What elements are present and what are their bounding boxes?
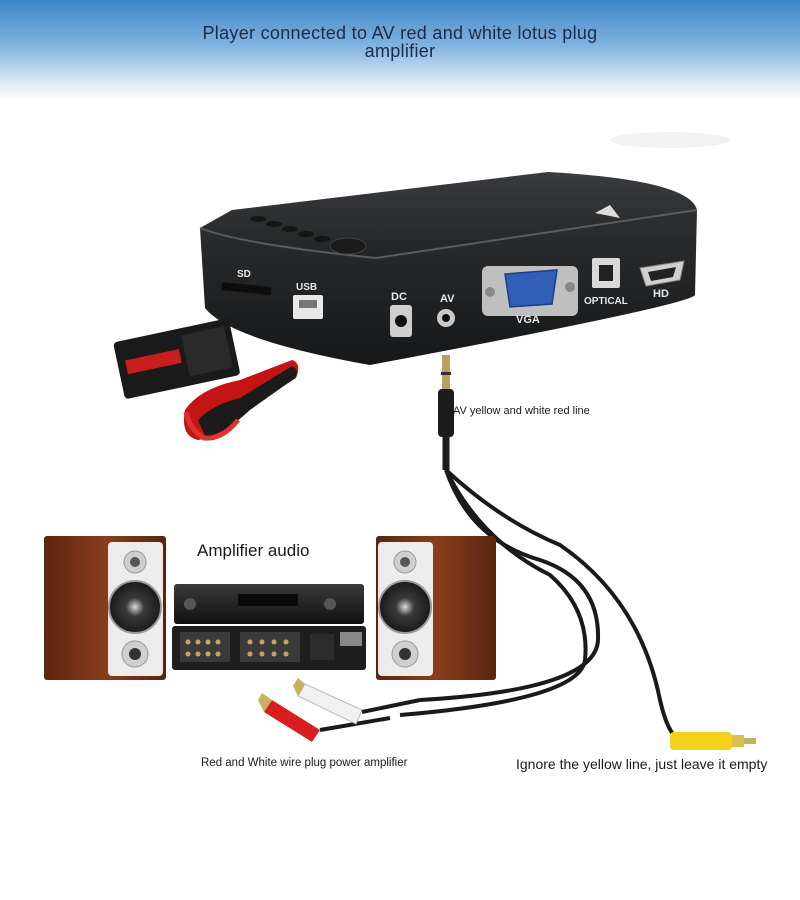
optical-port-label: OPTICAL	[584, 296, 628, 307]
brand-logo-icon	[595, 205, 620, 218]
amplifier-label: Amplifier audio	[197, 541, 310, 560]
white-rca-plug	[293, 678, 421, 725]
usb-port-label: USB	[296, 282, 317, 293]
red-white-rca-plugs	[258, 678, 421, 742]
amplifier-stack	[172, 584, 366, 670]
av-port-label: AV	[440, 293, 455, 305]
title-line-1: Player connected to AV red and white lot…	[202, 23, 598, 43]
ignore-yellow-label: Ignore the yellow line, just leave it em…	[516, 756, 768, 772]
red-white-plug-label: Red and White wire plug power amplifier	[201, 757, 408, 769]
right-speaker	[376, 536, 496, 680]
yellow-rca-plug	[670, 732, 756, 750]
hd-port-label: HD	[653, 288, 669, 300]
control-buttons	[250, 216, 367, 255]
usb-flash-drive	[183, 360, 299, 441]
dc-port-label: DC	[391, 291, 407, 303]
media-player-device: SD USB DC AV VGA OPTICAL HD	[199, 172, 698, 365]
vga-port-label: VGA	[516, 314, 540, 326]
left-speaker	[44, 536, 166, 680]
av-cable-label: AV yellow and white red line	[453, 405, 590, 417]
title-line-2: amplifier	[364, 41, 436, 61]
av-cable	[399, 355, 756, 750]
sd-card	[113, 318, 240, 399]
sd-slot	[221, 282, 272, 295]
sd-port-label: SD	[237, 269, 251, 280]
shadow	[610, 132, 730, 148]
header-band	[0, 0, 800, 100]
page-title: Player connected to AV red and white lot…	[150, 24, 650, 60]
